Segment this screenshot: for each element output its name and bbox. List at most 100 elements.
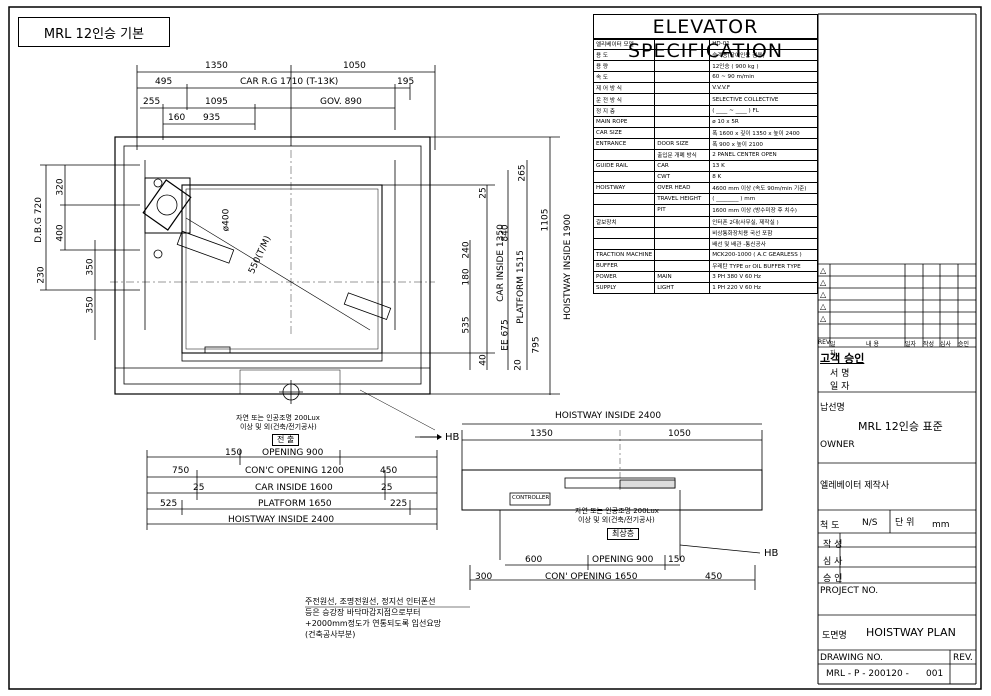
review-label: 심 사 xyxy=(823,557,843,567)
spec-subkey: OVER HEAD xyxy=(654,182,711,195)
dim-car-inside-1600: CAR INSIDE 1600 xyxy=(255,483,333,493)
note-line: 등은 승강장 바닥마감지점으로부터 xyxy=(305,608,421,617)
spec-key: 속 도 xyxy=(592,71,656,84)
spec-subkey: CAR xyxy=(654,160,711,173)
top-1050: 1050 xyxy=(668,429,691,439)
spec-value: 1 PH 220 V 60 Hz xyxy=(709,282,818,295)
light-note-1: 자연 또는 인공조명 200Lux xyxy=(236,414,320,422)
spec-value: 1600 mm 이상 (방수미장 후 치수) xyxy=(709,204,818,217)
spec-value: 2 PANEL CENTER OPEN xyxy=(709,148,818,162)
dim-180: 180 xyxy=(461,268,472,286)
spec-value: ( ____ ~ ____ ) FL xyxy=(709,104,818,117)
top-conc-1650: CON' OPENING 1650 xyxy=(545,572,638,582)
dim-230: 230 xyxy=(36,266,47,284)
dim-1350: 1350 xyxy=(205,61,228,71)
top-300: 300 xyxy=(475,572,493,582)
spec-key xyxy=(592,193,656,206)
revision-header: REV. 일자 내 용 일자 작성 심사 승인 xyxy=(818,339,976,357)
controller-label: CONTROLLER xyxy=(512,495,550,501)
made-label: 작 성 xyxy=(823,540,843,550)
spec-value: 60 ~ 90 m/min xyxy=(709,71,818,84)
dim-240: 240 xyxy=(461,241,472,259)
owner-label: OWNER xyxy=(820,440,855,450)
spec-row: 운 전 방 식 SELECTIVE COLLECTIVE xyxy=(592,93,818,106)
spec-subkey: 출입문 개폐 방식 xyxy=(654,148,711,162)
spec-subkey xyxy=(654,126,711,139)
rev-label: REV. xyxy=(953,653,973,663)
hb-label-top: HB xyxy=(764,548,779,559)
dim-25c: 25 xyxy=(381,483,393,493)
spec-value: MCK200-1000 ( A.C GEARLESS ) xyxy=(709,248,818,261)
dim-platform-1515: PLATFORM 1515 xyxy=(515,250,526,324)
dim-25: 25 xyxy=(478,187,489,199)
spec-key: POWER xyxy=(592,270,656,284)
spec-key: 갈보장치 xyxy=(592,215,656,228)
spec-subkey xyxy=(654,259,711,272)
dim-1095: 1095 xyxy=(205,97,228,107)
dim-150: 150 xyxy=(225,448,243,458)
dim-750: 750 xyxy=(172,466,190,476)
drawing-no: MRL - P - 200120 - xyxy=(826,669,909,679)
spec-value: 8 K xyxy=(709,171,818,184)
dim-265: 265 xyxy=(517,164,528,182)
rev-col: 일자 xyxy=(905,341,917,348)
scale-label: 척 도 xyxy=(820,521,840,531)
dim-160: 160 xyxy=(168,113,186,123)
spec-row: TRAVEL HEIGHT( ________ ) mm xyxy=(592,193,818,206)
top-150: 150 xyxy=(668,555,686,565)
date-label: 일 자 xyxy=(830,382,850,392)
spec-subkey xyxy=(654,60,711,73)
dim-hw-1900: HOISTWAY INSIDE 1900 xyxy=(563,213,574,321)
revision-triangle-icon: △ xyxy=(820,266,827,275)
spec-row: 비상통화장치용 국선 포함 xyxy=(592,226,818,239)
drawing-no-label: DRAWING NO. xyxy=(820,653,883,663)
spec-key: 용 도 xyxy=(592,49,656,62)
rev-col: 승인 xyxy=(958,341,970,348)
spec-subkey xyxy=(654,93,711,106)
spec-value: 우레탄 TYPE or OIL BUFFER TYPE xyxy=(709,259,818,272)
spec-subkey xyxy=(654,226,711,239)
spec-key: ENTRANCE xyxy=(592,137,656,150)
spec-value: 폭 900 x 높이 2100 xyxy=(709,137,818,150)
dim-350b: 350 xyxy=(85,296,96,314)
spec-subkey: DOOR SIZE xyxy=(654,137,711,150)
dim-dbg: D.B.G 720 xyxy=(33,197,44,243)
dim-car-inside-1350: CAR INSIDE 1350 xyxy=(495,224,506,302)
approve-label: 승 인 xyxy=(823,574,843,584)
project-name: MRL 12인승 표준 xyxy=(858,420,943,433)
hoistway-plan xyxy=(40,65,560,530)
top-floor-label: 최상층 xyxy=(607,528,640,540)
spec-value: HD-01 xyxy=(709,37,818,51)
spec-key: BUFFER xyxy=(592,259,656,272)
rev-col: 일자 xyxy=(830,341,836,357)
dim-platform-1650: PLATFORM 1650 xyxy=(258,499,332,509)
client-approval: 고객 승인 xyxy=(820,352,865,365)
spec-key: 운 전 방 식 xyxy=(592,93,656,106)
spec-value: 4600 mm 이상 (속도 90m/min 기준) xyxy=(709,182,818,195)
spec-value: 12인승 ( 900 kg ) xyxy=(709,60,818,73)
dim-400: 400 xyxy=(55,224,66,242)
top-light-note-2: 이상 및 외(건축/전기공사) xyxy=(578,516,655,524)
spec-value: 승객용(장애인용 겸용) xyxy=(709,49,818,62)
revision-triangle-icon: △ xyxy=(820,290,827,299)
note-line: +2000mm정도가 연통되도록 입선요망 xyxy=(305,619,442,628)
dim-conc-1200: CON'C OPENING 1200 xyxy=(245,466,344,476)
spec-key: CAR SIZE xyxy=(592,126,656,139)
scale-value: N/S xyxy=(862,518,878,528)
rev-col: 심사 xyxy=(940,341,952,348)
spec-subkey xyxy=(654,71,711,84)
hb-label-plan: HB xyxy=(445,432,460,443)
dim-495: 495 xyxy=(155,77,173,87)
spec-value: SELECTIVE COLLECTIVE xyxy=(709,93,818,106)
dim-1105: 1105 xyxy=(540,208,551,232)
spec-row: BUFFER 우레탄 TYPE or OIL BUFFER TYPE xyxy=(592,259,818,272)
